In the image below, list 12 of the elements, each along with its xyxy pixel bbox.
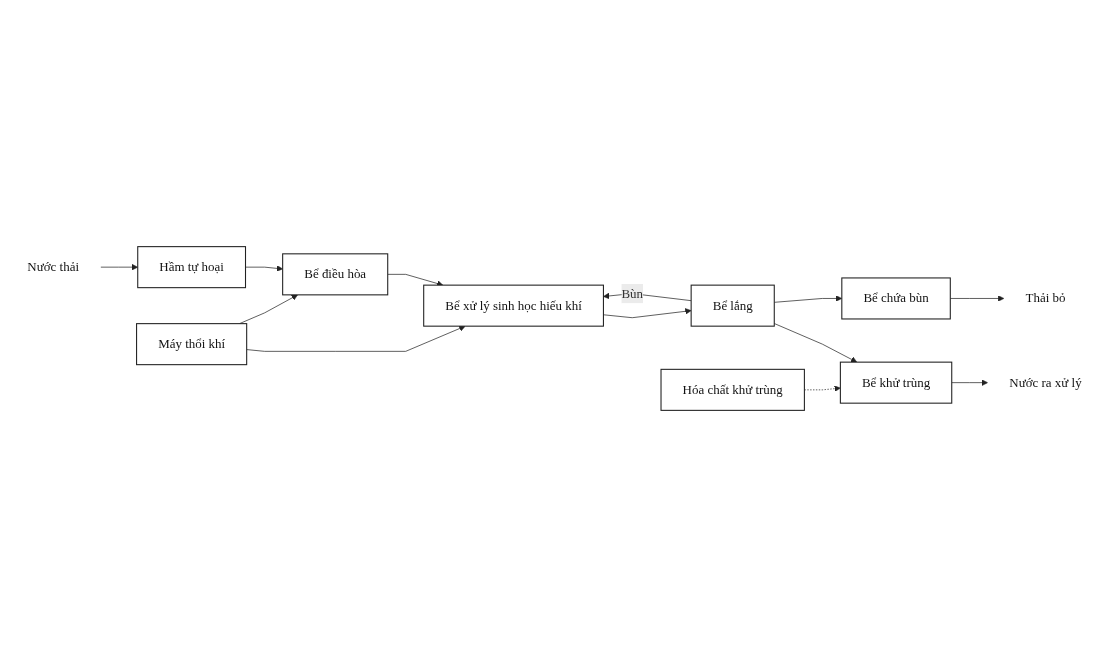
node-box: Bể chứa bùn (841, 277, 951, 320)
edge-label: Bùn (621, 286, 644, 301)
node-box: Hầm tự hoại (137, 246, 247, 289)
node-text: Thải bỏ (1025, 290, 1066, 306)
node-box: Bể lắng (690, 284, 775, 327)
node-box: Bể điều hòa (282, 253, 389, 296)
node-text: Nước thải (27, 259, 79, 274)
node-box: Bể khử trùng (839, 361, 953, 404)
node-box: Hóa chất khử trùng (660, 368, 805, 411)
node-box: Bể xử lý sinh học hiếu khí (423, 284, 604, 327)
node-text: Nước ra xử lý (1009, 375, 1082, 390)
node-box: Máy thổi khí (136, 323, 248, 366)
